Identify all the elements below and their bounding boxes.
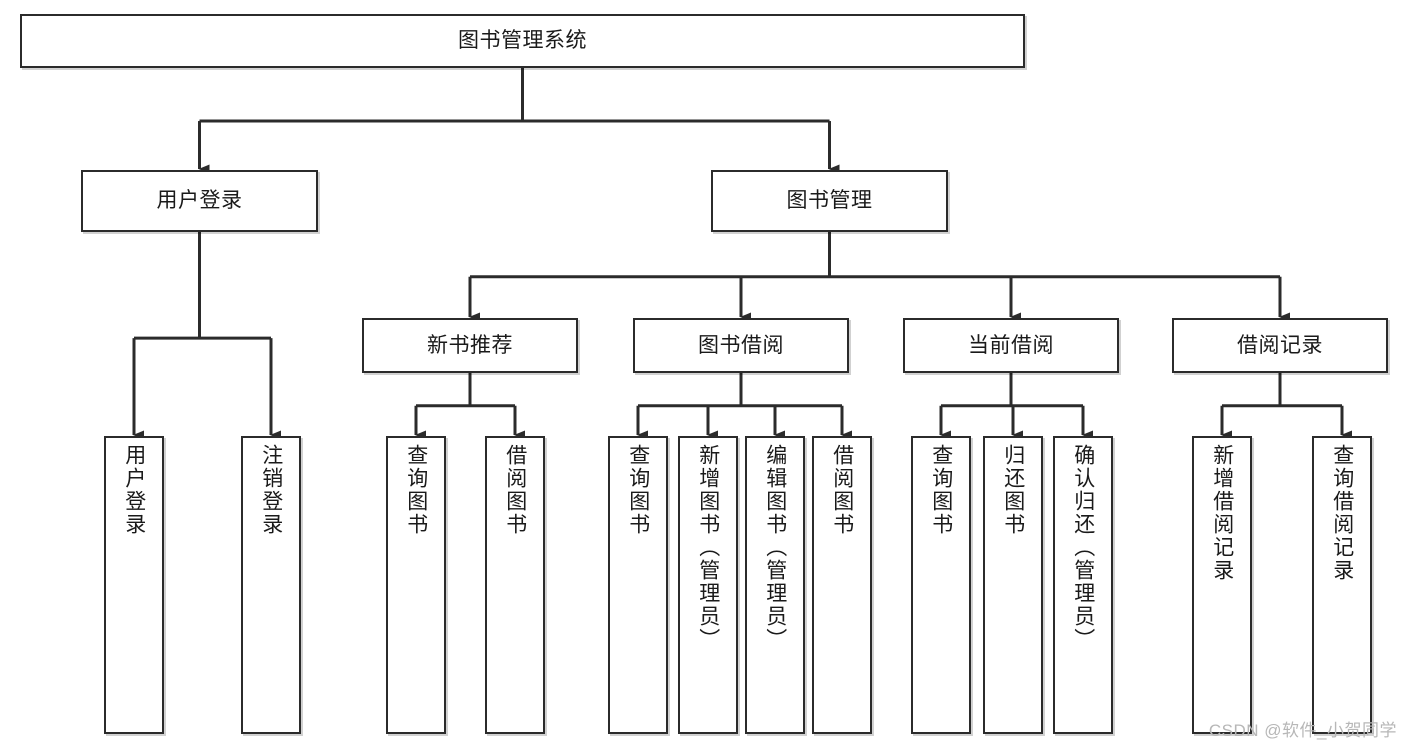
- node-borrow-record[interactable]: 借阅记录: [1172, 318, 1388, 373]
- node-leaf-query-borrow-record[interactable]: 查询借阅记录: [1312, 436, 1372, 734]
- node-leaf-confirm-return[interactable]: 确认归还（管理员）: [1053, 436, 1113, 734]
- node-leaf-edit-book[interactable]: 编辑图书（管理员）: [745, 436, 805, 734]
- node-label: 查询图书: [929, 444, 953, 536]
- node-label: 新书推荐: [427, 333, 513, 357]
- node-label: 借阅图书: [830, 444, 854, 536]
- node-leaf-borrow-book-1[interactable]: 借阅图书: [485, 436, 545, 734]
- node-leaf-borrow-book-2[interactable]: 借阅图书: [812, 436, 872, 734]
- node-label: 查询图书: [404, 444, 428, 536]
- node-label: 图书管理: [786, 189, 873, 213]
- node-label: 借阅记录: [1237, 333, 1323, 357]
- node-label: 用户登录: [156, 189, 243, 213]
- node-root[interactable]: 图书管理系统: [20, 14, 1025, 68]
- node-user-login[interactable]: 用户登录: [81, 170, 318, 232]
- node-label: 图书借阅: [698, 333, 784, 357]
- node-label: 借阅图书: [503, 444, 527, 536]
- node-label: 确认归还（管理员）: [1071, 444, 1095, 651]
- node-book-borrow[interactable]: 图书借阅: [633, 318, 849, 373]
- node-label: 图书管理系统: [458, 29, 587, 53]
- node-label: 新增借阅记录: [1210, 444, 1234, 582]
- node-label: 查询图书: [626, 444, 650, 536]
- node-leaf-query-book-1[interactable]: 查询图书: [386, 436, 446, 734]
- node-label: 新增图书（管理员）: [696, 444, 720, 651]
- node-new-book-recommend[interactable]: 新书推荐: [362, 318, 578, 373]
- node-leaf-user-login[interactable]: 用户登录: [104, 436, 164, 734]
- node-book-manage[interactable]: 图书管理: [711, 170, 948, 232]
- node-label: 注销登录: [259, 444, 283, 536]
- node-leaf-add-book[interactable]: 新增图书（管理员）: [678, 436, 738, 734]
- node-leaf-add-borrow-record[interactable]: 新增借阅记录: [1192, 436, 1252, 734]
- node-label: 用户登录: [122, 444, 146, 536]
- node-current-borrow[interactable]: 当前借阅: [903, 318, 1119, 373]
- watermark-text: CSDN @软件_小贺同学: [1208, 721, 1397, 740]
- node-label: 当前借阅: [968, 333, 1054, 357]
- node-leaf-logout[interactable]: 注销登录: [241, 436, 301, 734]
- node-leaf-query-book-3[interactable]: 查询图书: [911, 436, 971, 734]
- node-label: 编辑图书（管理员）: [763, 444, 787, 651]
- node-label: 归还图书: [1001, 444, 1025, 536]
- node-leaf-query-book-2[interactable]: 查询图书: [608, 436, 668, 734]
- node-leaf-return-book[interactable]: 归还图书: [983, 436, 1043, 734]
- node-label: 查询借阅记录: [1330, 444, 1354, 582]
